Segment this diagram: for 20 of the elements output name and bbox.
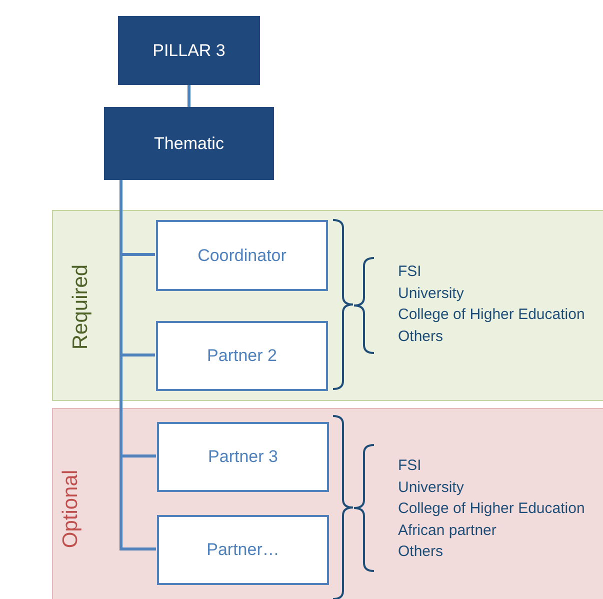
heading-box: PILLAR 3 [118,16,260,85]
partner-box: Partner 2 [156,321,328,391]
partner-box: Partner 3 [157,422,329,492]
band-title: Required [69,264,93,350]
heading-box: Thematic [104,107,274,180]
band-title: Optional [59,470,83,548]
list-item: FSI [398,264,422,279]
list-item: African partner [398,522,496,538]
category-band [52,408,603,599]
category-band [52,210,603,401]
partner-box: Coordinator [156,220,328,291]
list-item: Others [398,544,444,559]
list-item: College of Higher Education [398,501,585,516]
connector-line [188,85,190,107]
list-item: FSI [398,458,422,473]
partner-box: Partner… [157,515,329,585]
list-item: University [398,480,464,494]
list-item: College of Higher Education [398,307,585,322]
list-item: University [398,286,464,300]
list-item: Others [398,328,444,344]
